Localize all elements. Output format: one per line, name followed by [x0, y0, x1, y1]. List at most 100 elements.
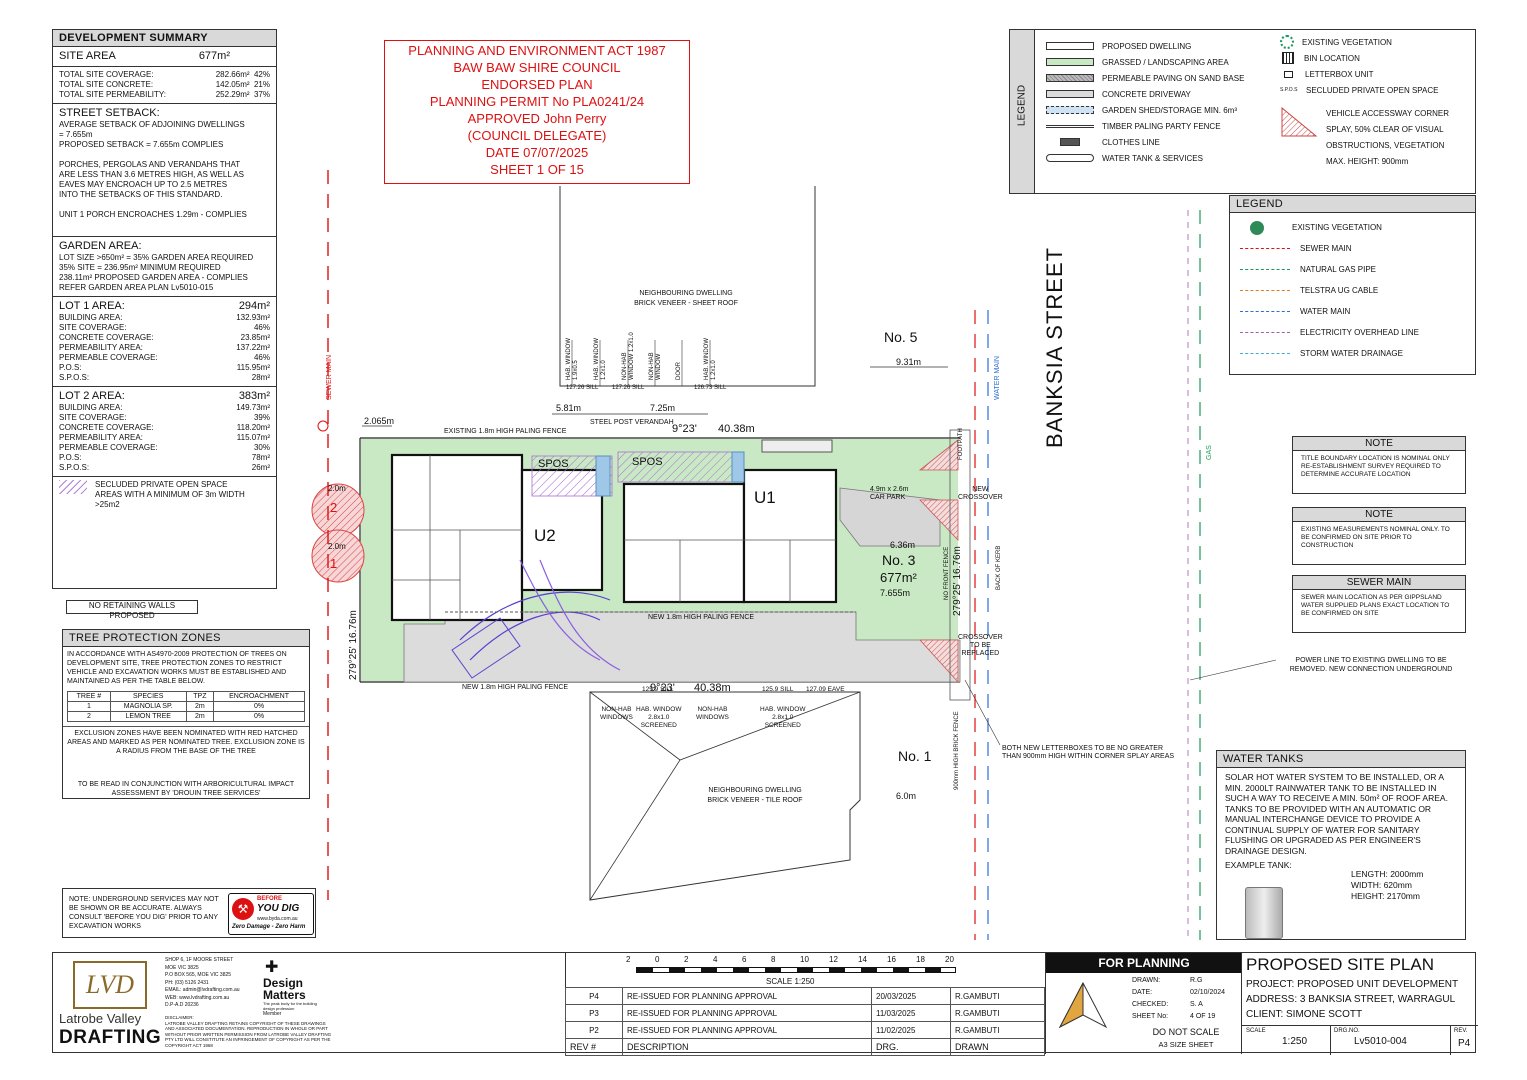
lvd-logo: LVD	[73, 961, 147, 1009]
tpz-exclusion: EXCLUSION ZONES HAVE BEEN NOMINATED WITH…	[63, 726, 309, 758]
scale-bar	[636, 967, 956, 973]
service-legend-label: STORM WATER DRAINAGE	[1300, 349, 1403, 358]
legend-item: BIN LOCATION	[1304, 53, 1360, 63]
tank-length: LENGTH: 2000mm	[1351, 869, 1424, 879]
splay-line: OBSTRUCTIONS, VEGETATION	[1326, 141, 1445, 150]
gas-label: GAS	[1206, 445, 1213, 460]
drawing-number-row: SCALE 1:250 DRG.NO. Lv5010-004 REV. P4	[1242, 1025, 1478, 1055]
note-title: NOTE	[1293, 508, 1465, 522]
back-of-kerb-label: BACK OF KERB	[996, 545, 1002, 590]
lot-row-value: 115.95m²	[236, 363, 270, 372]
spos-hatch-icon	[59, 480, 87, 494]
legend-item-label: PROPOSED DWELLING	[1102, 41, 1192, 51]
neighbour-top-label: NEIGHBOURING DWELLING BRICK VENEER - SHE…	[634, 290, 738, 307]
dim-725: 7.25m	[650, 403, 676, 413]
legend-item: LETTERBOX UNIT	[1305, 69, 1374, 79]
lot-row-label: S.P.O.S:	[59, 373, 90, 382]
project-line: PROJECT: PROPOSED UNIT DEVELOPMENT	[1246, 979, 1459, 990]
bottom-bearing: 9°23'	[650, 682, 675, 694]
garden-area-block: GARDEN AREA: LOT SIZE >650m² = 35% GARDE…	[53, 236, 276, 296]
service-legend-label: EXISTING VEGETATION	[1292, 223, 1382, 232]
garden-area-title: GARDEN AREA:	[59, 240, 142, 252]
permeability-pct: 37%	[253, 90, 270, 99]
lot-row-label: CONCRETE COVERAGE:	[59, 333, 154, 342]
service-line-icon	[1240, 269, 1290, 270]
tpz-cell: 0%	[213, 711, 305, 722]
note-title: NOTE	[1293, 437, 1465, 451]
verandah-label: STEEL POST VERANDAH	[590, 419, 674, 426]
lot-no1-label: No. 1	[898, 748, 932, 764]
dim-636: 6.36m	[890, 540, 916, 550]
service-legend-item: STORM WATER DRAINAGE	[1240, 343, 1465, 364]
service-legend-item: SEWER MAIN	[1240, 238, 1465, 259]
tree-1-label: 1	[330, 556, 338, 571]
unit1-label: U1	[754, 488, 776, 507]
no-front-fence-label: NO FRONT FENCE	[944, 546, 950, 600]
service-line-icon	[1240, 311, 1290, 312]
company-name-2: DRAFTING	[59, 1027, 162, 1048]
service-line-icon	[1240, 353, 1290, 354]
setback-line: PROPOSED SETBACK = 7.655m COMPLIES	[59, 140, 224, 149]
existing-fence-label: EXISTING 1.8m HIGH PALING FENCE	[444, 428, 567, 435]
unit2-spos-label: SPOS	[538, 458, 569, 470]
service-legend-label: ELECTRICITY OVERHEAD LINE	[1300, 328, 1419, 337]
garden-line: LOT SIZE >650m² = 35% GARDEN AREA REQUIR…	[59, 253, 254, 262]
drawing-meta: DRAWN:R.G DATE:02/10/2024 CHECKED:S. A S…	[1132, 975, 1240, 1023]
do-not-scale: DO NOT SCALE	[1152, 1027, 1220, 1037]
before-you-dig-logo: ⚒ BEFORE YOU DIG www.byda.com.au Zero Da…	[228, 893, 314, 935]
stamp-line: ENDORSED PLAN	[481, 77, 593, 92]
legend-item: PROPOSED DWELLING	[1046, 38, 1244, 54]
scale-value: 1:250	[1282, 1036, 1308, 1047]
concrete-label: TOTAL SITE CONCRETE:	[59, 80, 154, 89]
lot-row: CONCRETE COVERAGE:23.85m²	[59, 333, 270, 343]
water-main-label: WATER MAIN	[994, 356, 1001, 400]
lot-row: PERMEABILITY AREA:115.07m²	[59, 433, 270, 443]
dim-2065: 2.065m	[364, 416, 395, 426]
scale-tick-label: 2	[626, 955, 631, 964]
legend-item-label: GRASSED / LANDSCAPING AREA	[1102, 57, 1229, 67]
legend-item-label: CONCRETE DRIVEWAY	[1102, 89, 1191, 99]
lot-no3-label: No. 3	[882, 552, 916, 568]
sill-label: 127.09 EAVE	[806, 686, 845, 693]
lot-row-value: 28m²	[251, 373, 270, 382]
u1-carpark	[839, 487, 941, 547]
stamp-line: (COUNCIL DELEGATE)	[467, 128, 607, 143]
design-matters-logo: ✚ Design Matters The peak body for the b…	[263, 957, 319, 1017]
legend-item-label: WATER TANK & SERVICES	[1102, 153, 1203, 163]
power-line-note: POWER LINE TO EXISTING DWELLING TO BE RE…	[1289, 657, 1453, 673]
water-tank-swatch	[1046, 154, 1094, 162]
top-length: 40.38m	[718, 423, 755, 435]
new-fence-bottom-label: NEW 1.8m HIGH PALING FENCE	[462, 684, 569, 691]
legend-side-tab: LEGEND	[1010, 30, 1035, 193]
sill-label: 126.73 SILL	[694, 385, 727, 391]
scale-tick-label: 14	[858, 955, 867, 964]
note-text: SEWER MAIN LOCATION AS PER GIPPSLAND WAT…	[1301, 594, 1450, 617]
before-you-dig-panel: NOTE: UNDERGROUND SERVICES MAY NOT BE SH…	[62, 888, 316, 938]
service-legend-label: NATURAL GAS PIPE	[1300, 265, 1377, 274]
checked-label: CHECKED:	[1132, 1001, 1169, 1008]
tree-1-exclusion-zone	[311, 529, 365, 583]
street-setback-text: AVERAGE SETBACK OF ADJOINING DWELLINGS= …	[59, 120, 270, 220]
lot-row-label: P.O.S:	[59, 363, 82, 372]
note-text: TITLE BOUNDARY LOCATION IS NOMINAL ONLY …	[1301, 455, 1450, 478]
lot-row-value: 30%	[253, 443, 270, 452]
setback-line: EAVES MAY ENCROACH UP TO 2.5 METRES	[59, 180, 228, 189]
tank-dimensions: LENGTH: 2000mm WIDTH: 620mm HEIGHT: 2170…	[1351, 869, 1423, 902]
window-callout: HAB. WINDOW 2.8x1.0 SCREENED	[636, 706, 682, 729]
development-summary-title: DEVELOPMENT SUMMARY	[53, 30, 276, 47]
service-legend-item: NATURAL GAS PIPE	[1240, 259, 1465, 280]
concrete-area: 142.05m²	[215, 80, 250, 89]
date-value: 02/10/2024	[1190, 989, 1226, 996]
sill-label: 125.9 SILL	[642, 686, 674, 693]
for-planning-banner: FOR PLANNING	[1046, 953, 1242, 973]
rev-cell: P2	[565, 1021, 623, 1039]
garden-shed-swatch	[1046, 106, 1094, 114]
stamp-line: SHEET 1 OF 15	[490, 162, 584, 177]
setback-line: INTO THE SETBACKS OF THIS STANDARD.	[59, 190, 223, 199]
byd-note: NOTE: UNDERGROUND SERVICES MAY NOT BE SH…	[69, 896, 219, 930]
byd-logo-top: BEFORE	[257, 896, 283, 902]
dm-text-2: Matters	[263, 988, 306, 1002]
site-area-value: 677m²	[198, 50, 230, 62]
